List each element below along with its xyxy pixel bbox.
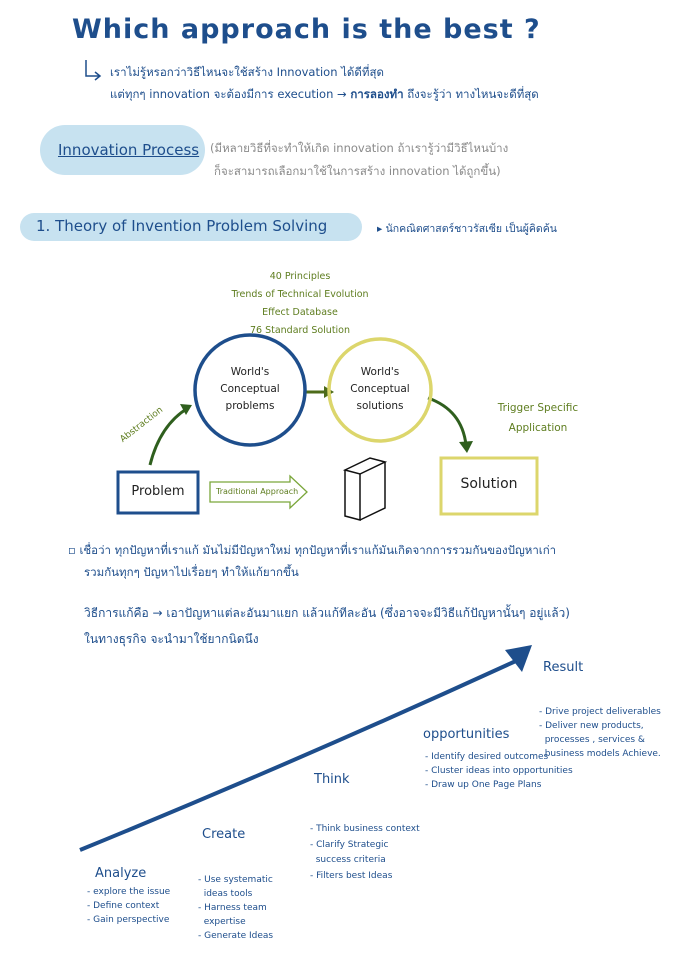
stage-item: - Harness team xyxy=(198,903,267,913)
label-line: World's xyxy=(230,366,270,378)
stage-item: - Generate Ideas xyxy=(198,931,274,941)
cube-icon xyxy=(342,457,388,521)
triz-label: 1. Theory of Invention Problem Solving xyxy=(36,217,328,235)
solution-label: Solution xyxy=(460,476,518,492)
stage-result: Result - Drive project deliverables - Del… xyxy=(539,660,661,789)
stage-item: expertise xyxy=(198,917,246,927)
triz-highlight xyxy=(20,213,362,241)
stage-item: - Define context xyxy=(87,901,160,911)
stage-items: - Drive project deliverables - Deliver ne… xyxy=(539,677,661,789)
world-solutions-circle xyxy=(327,337,433,443)
solution-box xyxy=(439,456,539,516)
trigger-arrow xyxy=(427,396,468,446)
intro-line-2: แต่ทุกๆ innovation จะต้องมีการ execution… xyxy=(110,86,539,104)
label-line: Application xyxy=(508,422,568,434)
stage-title: opportunities xyxy=(423,727,510,742)
stage-item: business models Achieve. xyxy=(539,749,661,759)
stage-think: Think - Think business context - Clarify … xyxy=(310,772,420,915)
stage-item: - Drive project deliverables xyxy=(539,707,661,717)
stage-item: - Think business context xyxy=(310,824,420,834)
traditional-arrow xyxy=(209,474,308,510)
stage-item: - Cluster ideas into opportunities xyxy=(425,766,573,776)
abstraction-arrow xyxy=(148,406,189,466)
stage-item: - Gain perspective xyxy=(87,915,170,925)
triz-note: ▸ นักคณิตศาสตร์ชาวรัสเซีย เป็นผู้คิดค้น xyxy=(377,223,557,235)
stage-item: processes , services & xyxy=(539,735,645,745)
tool-item: Trends of Technical Evolution xyxy=(231,289,369,300)
label-line: Conceptual xyxy=(220,383,280,395)
stage-title: Create xyxy=(202,827,246,842)
stage-item: - Filters best Ideas xyxy=(310,870,393,881)
intro-line-2-bold: การลองทำ xyxy=(350,87,404,101)
label-line: problems xyxy=(225,400,275,412)
problem-label: Problem xyxy=(131,484,185,499)
stage-opportunities: opportunities - Identify desired outcome… xyxy=(423,727,573,792)
stage-item: success criteria xyxy=(310,855,386,865)
stage-title: Result xyxy=(543,660,584,675)
stage-analyze: Analyze - explore the issue - Define cont… xyxy=(87,866,170,927)
stage-item: - Use systematic xyxy=(198,875,273,885)
innovation-process-note-2: ก็จะสามารถเลือกมาใช้ในการสร้าง innovatio… xyxy=(214,164,501,178)
belief-line-2: รวมกันทุกๆ ปัญหาไปเรื่อยๆ ทำให้แก้ยากขึ้… xyxy=(84,565,299,579)
stage-item: - Draw up One Page Plans xyxy=(425,780,542,790)
progress-arrow xyxy=(79,658,519,852)
method-line-2: ในทางธุรกิจ จะนำมาใช้ยากนิดนึง xyxy=(84,632,259,646)
stage-title: Analyze xyxy=(95,866,147,881)
page-title: Which approach is the best ? xyxy=(72,14,541,45)
intro-line-2a: แต่ทุกๆ innovation จะต้องมีการ execution… xyxy=(110,87,347,101)
tool-item: 76 Standard Solution xyxy=(249,325,351,336)
stage-item: - explore the issue xyxy=(87,887,171,897)
innovation-process-label: Innovation Process xyxy=(58,141,200,159)
stage-item: ideas tools xyxy=(198,889,253,899)
innovation-process-note-1: (มีหลายวิธีที่จะทำให้เกิด innovation ถ้า… xyxy=(210,141,509,155)
stage-title: Think xyxy=(314,772,350,787)
traditional-label: Traditional Approach xyxy=(216,487,299,496)
stage-items: - Think business context - Clarify Strate… xyxy=(310,791,420,915)
label-line: World's xyxy=(360,366,400,378)
label-line: Trigger Specific xyxy=(497,402,579,414)
stage-item: - Clarify Strategic xyxy=(310,839,389,850)
stage-items: - Use systematic ideas tools - Harness te… xyxy=(198,845,273,960)
tool-item: 40 Principles xyxy=(269,271,331,282)
belief-line-1: ▫ เชื่อว่า ทุกปัญหาที่เราแก้ มันไม่มีปัญ… xyxy=(68,543,557,557)
problem-box xyxy=(116,470,200,515)
intro-line-2c: ถึงจะรู้ว่า ทางไหนจะดีที่สุด xyxy=(407,87,539,101)
stage-items: - Identify desired outcomes - Cluster ide… xyxy=(425,750,573,792)
innovation-process-highlight xyxy=(40,125,205,175)
label-line: Conceptual xyxy=(350,383,410,395)
stage-item: - Identify desired outcomes xyxy=(425,752,549,762)
intro-line-1: เราไม่รู้หรอกว่าวิธีไหนจะใช้สร้าง Innova… xyxy=(110,65,384,79)
world-problems-circle xyxy=(193,333,307,447)
intro-arrow-icon xyxy=(85,60,102,81)
stage-item: - Deliver new products, xyxy=(539,721,644,731)
method-line-1: วิธีการแก้คือ → เอาปัญหาแต่ละอันมาแยก แล… xyxy=(84,606,570,620)
stage-items: - explore the issue - Define context - Gai… xyxy=(87,885,170,927)
label-line: solutions xyxy=(356,400,404,412)
stage-create: Create - Use systematic ideas tools - Har… xyxy=(198,827,273,960)
tools-list: 40 Principles Trends of Technical Evolut… xyxy=(200,268,400,340)
tool-item: Effect Database xyxy=(262,307,338,318)
